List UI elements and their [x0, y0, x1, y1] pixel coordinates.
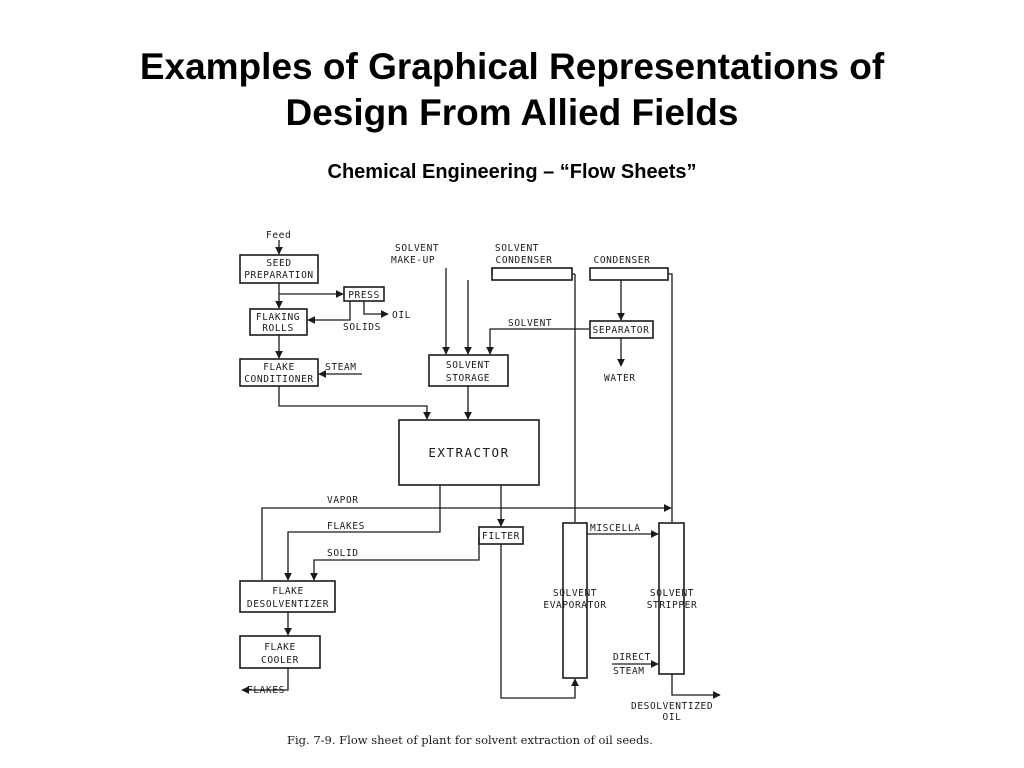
stream-steam-label: STEAM — [325, 362, 357, 373]
figure-caption: Fig. 7-9. Flow sheet of plant for solven… — [287, 733, 653, 747]
stream-vapor-label: VAPOR — [327, 495, 359, 506]
solvent-storage-label-1: SOLVENT — [446, 360, 490, 371]
flaking-rolls-label-2: ROLLS — [262, 323, 294, 334]
extractor-label: EXTRACTOR — [428, 445, 509, 460]
unit-condenser: CONDENSER — [589, 255, 669, 281]
condenser-label: CONDENSER — [594, 255, 651, 266]
solvent-condenser-label-1: SOLVENT — [495, 243, 539, 254]
unit-flake-desolventizer: FLAKE DESOLVENTIZER — [239, 580, 336, 613]
stream-solvent-makeup-label-2: MAKE-UP — [391, 255, 435, 266]
unit-solvent-stripper: SOLVENT STRIPPER — [647, 522, 698, 675]
flake-cooler-label-2: COOLER — [261, 655, 299, 666]
stream-solvent-makeup-label-1: SOLVENT — [395, 243, 439, 254]
flake-desolventizer-label-1: FLAKE — [272, 586, 304, 597]
unit-flake-conditioner: FLAKE CONDITIONER — [239, 358, 319, 387]
flaking-rolls-label-1: FLAKING — [256, 312, 300, 323]
solvent-stripper-label-1: SOLVENT — [650, 588, 694, 599]
unit-solvent-evaporator: SOLVENT EVAPORATOR — [543, 522, 606, 679]
flake-conditioner-label-2: CONDITIONER — [244, 374, 314, 385]
stream-solid-label: SOLID — [327, 548, 359, 559]
slide-title-line2: Design From Allied Fields — [285, 92, 739, 133]
unit-seed-preparation: SEED PREPARATION — [239, 254, 319, 284]
stream-feed-label: Feed — [266, 230, 291, 241]
unit-solvent-condenser: SOLVENT CONDENSER — [491, 243, 573, 281]
slide-title: Examples of Graphical Representations of… — [0, 44, 1024, 136]
stream-miscella-label: MISCELLA — [590, 523, 641, 534]
flake-conditioner-label-1: FLAKE — [263, 362, 295, 373]
flake-cooler-label-1: FLAKE — [264, 642, 296, 653]
unit-extractor: EXTRACTOR — [398, 419, 540, 486]
seed-preparation-label-2: PREPARATION — [244, 270, 314, 281]
stream-direct-steam-label-1: DIRECT — [613, 652, 651, 663]
stream-direct-steam-label-2: STEAM — [613, 666, 645, 677]
unit-separator: SEPARATOR — [589, 320, 654, 339]
unit-solvent-storage: SOLVENT STORAGE — [428, 354, 509, 387]
slide-title-line1: Examples of Graphical Representations of — [139, 46, 885, 87]
slide-subtitle: Chemical Engineering – “Flow Sheets” — [327, 161, 697, 183]
unit-press: PRESS — [343, 286, 385, 302]
unit-flaking-rolls: FLAKING ROLLS — [249, 308, 308, 336]
stream-water-label: WATER — [604, 373, 636, 384]
stream-desolventized-oil-label-2: OIL — [663, 712, 682, 723]
stream-solvent-label: SOLVENT — [508, 318, 552, 329]
press-label: PRESS — [348, 290, 380, 301]
solvent-stripper-label-2: STRIPPER — [647, 600, 698, 611]
solvent-storage-label-2: STORAGE — [446, 373, 490, 384]
separator-label: SEPARATOR — [593, 325, 650, 336]
flake-desolventizer-label-2: DESOLVENTIZER — [247, 599, 329, 610]
stream-flakes-out-label: FLAKES — [247, 685, 285, 696]
stream-labels: Feed OIL SOLIDS STEAM SOLVENT MAKE-UP SO… — [247, 230, 713, 723]
stream-solids-label: SOLIDS — [343, 322, 381, 333]
unit-flake-cooler: FLAKE COOLER — [239, 635, 321, 669]
filter-label: FILTER — [482, 531, 520, 542]
stream-desolventized-oil-label-1: DESOLVENTIZED — [631, 701, 713, 712]
solvent-evaporator-label-2: EVAPORATOR — [543, 600, 606, 611]
solvent-evaporator-label-1: SOLVENT — [553, 588, 597, 599]
unit-filter: FILTER — [478, 526, 524, 545]
seed-preparation-label-1: SEED — [266, 258, 291, 269]
stream-flakes-label: FLAKES — [327, 521, 365, 532]
solvent-condenser-label-2: CONDENSER — [496, 255, 553, 266]
process-lines — [241, 240, 721, 699]
stream-oil-label: OIL — [392, 310, 411, 321]
